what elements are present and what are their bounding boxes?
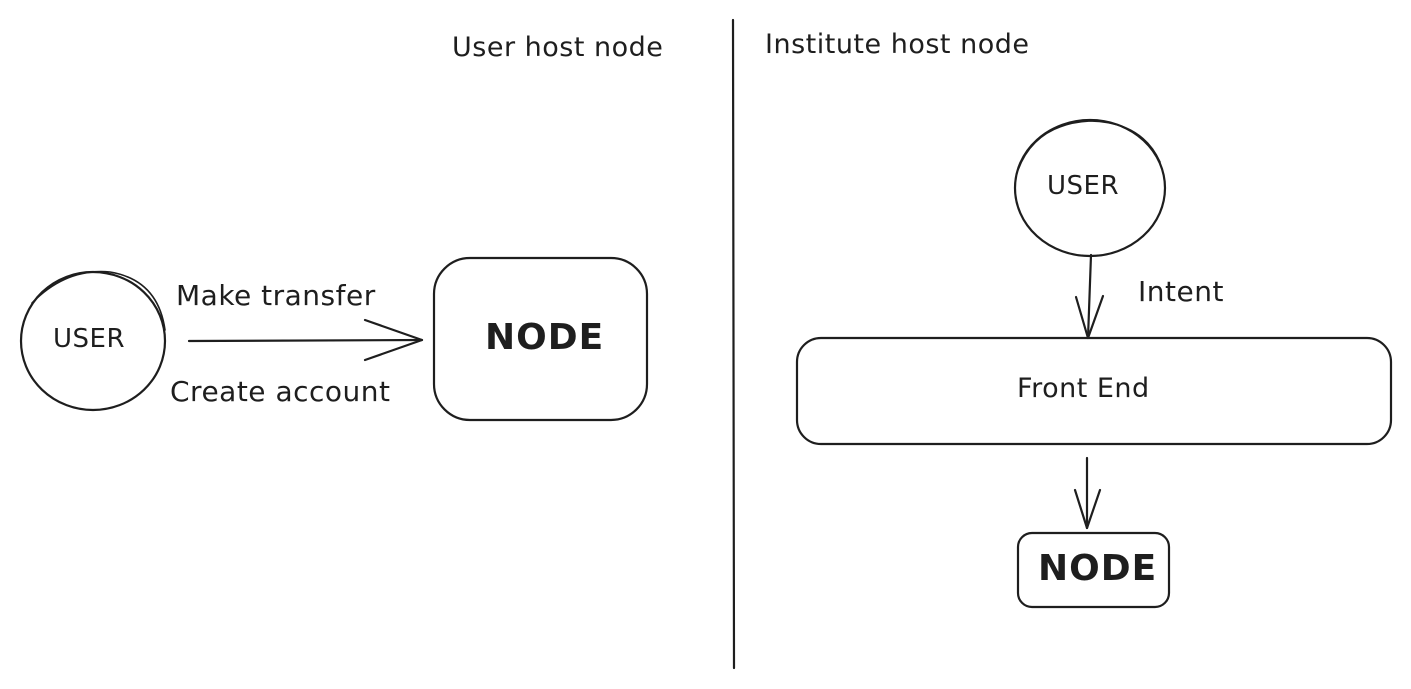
left-user-circle: [19, 270, 167, 412]
left-user-label: USER: [53, 324, 126, 354]
panel-divider: [731, 18, 736, 670]
right-user-label: USER: [1047, 171, 1120, 201]
make-transfer-label: Make transfer: [176, 279, 376, 312]
frontend-node-arrow-head: [1073, 488, 1102, 530]
left-transfer-arrow-head: [363, 318, 424, 362]
left-node-box: [432, 256, 649, 422]
frontend-label: Front End: [1017, 373, 1150, 404]
frontend-box: [795, 336, 1393, 446]
right-node-box: [1016, 531, 1171, 609]
right-node-label: NODE: [1038, 548, 1158, 589]
left-panel-title: User host node: [452, 32, 664, 63]
right-panel-title: Institute host node: [765, 29, 1030, 60]
left-transfer-arrow-shaft: [187, 338, 424, 343]
create-account-label: Create account: [170, 375, 391, 408]
intent-arrow-shaft: [1086, 253, 1093, 340]
intent-label: Intent: [1138, 275, 1224, 308]
left-node-label: NODE: [485, 317, 605, 358]
